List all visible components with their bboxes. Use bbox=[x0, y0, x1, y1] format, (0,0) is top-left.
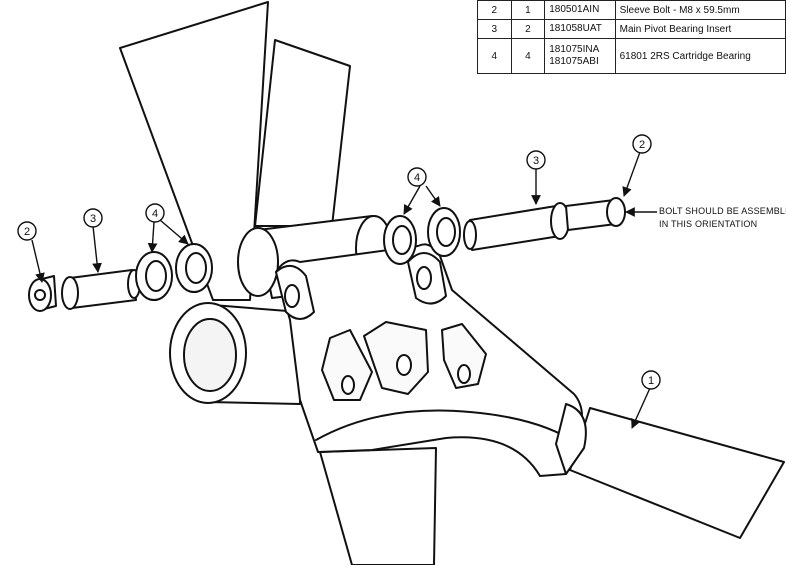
callout-bubble-right-bolt bbox=[632, 134, 652, 154]
lower-boss-bore bbox=[183, 318, 237, 392]
right-insert-end-left bbox=[463, 220, 477, 250]
leader-right-bearing-b bbox=[425, 185, 441, 207]
leader-right-bolt bbox=[622, 151, 641, 197]
part-description: 61801 2RS Cartridge Bearing bbox=[614, 38, 786, 74]
part-number-line: 181058UAT bbox=[549, 23, 602, 34]
callout-label-left-bearings: 4 bbox=[152, 208, 158, 220]
bracket-hole-2 bbox=[396, 354, 412, 376]
chainstay-tube-left bbox=[319, 447, 437, 565]
left-insert-body bbox=[69, 269, 137, 309]
callout-label-left-bolt: 2 bbox=[24, 226, 30, 238]
callout-label-frame: 1 bbox=[648, 375, 654, 387]
part-number-line: 181075ABI bbox=[549, 56, 599, 67]
part-number-line: 180501AIN bbox=[549, 4, 600, 15]
bracket-cutout-2 bbox=[363, 321, 429, 395]
right-bearing-inner-1 bbox=[392, 225, 412, 255]
bracket-ear-left-hole bbox=[284, 284, 300, 308]
part-number-line: 181075INA bbox=[549, 44, 600, 55]
bracket-ear-right-hole bbox=[416, 266, 432, 290]
leader-left-bearing-a bbox=[147, 221, 158, 253]
callout-label-right-bearings: 4 bbox=[414, 172, 420, 184]
callout-label-right-bolt: 2 bbox=[639, 139, 645, 151]
assembly-note-line-1: BOLT SHOULD BE ASSEMBLED bbox=[659, 206, 786, 216]
leader-left-bolt bbox=[31, 239, 45, 283]
item-number: 4 bbox=[477, 38, 512, 74]
bracket-hole-1 bbox=[341, 375, 355, 395]
bracket-cutout-3 bbox=[441, 323, 487, 389]
left-bearing-inner-2 bbox=[185, 252, 207, 284]
quantity: 4 bbox=[510, 38, 546, 74]
parts-row-item-3: 3 2 181058UAT Main Pivot Bearing Insert bbox=[477, 19, 786, 39]
right-bolt-head bbox=[606, 197, 626, 227]
leader-frame bbox=[631, 387, 651, 429]
bracket-cutout-1 bbox=[321, 329, 373, 401]
callout-bubble-frame bbox=[641, 370, 661, 390]
seat-tube bbox=[119, 1, 269, 301]
callout-bubble-right-insert bbox=[526, 150, 546, 170]
left-bolt-hex bbox=[34, 289, 46, 301]
part-number: 181075INA 181075ABI bbox=[544, 38, 616, 74]
callout-bubble-left-insert bbox=[83, 208, 103, 228]
callout-bubble-right-bearings bbox=[407, 167, 427, 187]
parts-table: 2 1 180501AIN Sleeve Bolt - M8 x 59.5mm … bbox=[477, 0, 786, 74]
callout-bubble-left-bearings bbox=[145, 203, 165, 223]
parts-row-item-2: 2 1 180501AIN Sleeve Bolt - M8 x 59.5mm bbox=[477, 0, 786, 20]
down-tube bbox=[254, 39, 351, 227]
assembly-note-line-2: IN THIS ORIENTATION bbox=[659, 219, 757, 229]
left-bearing-inner-1 bbox=[145, 260, 167, 292]
leader-right-bearing-a bbox=[403, 185, 421, 215]
left-insert-flange bbox=[61, 276, 79, 310]
pivot-bracket bbox=[275, 243, 583, 477]
bracket-hole-3 bbox=[457, 364, 471, 384]
item-number: 3 bbox=[477, 19, 512, 39]
callout-label-left-insert: 3 bbox=[90, 213, 96, 225]
callout-label-right-insert: 3 bbox=[533, 155, 539, 167]
bracket-lower-sweep bbox=[315, 409, 579, 445]
callout-bubble-left-bolt bbox=[17, 221, 37, 241]
chainstay-tube-right bbox=[569, 407, 785, 539]
right-bearing-inner-2 bbox=[436, 217, 456, 247]
parts-row-item-4: 4 4 181075INA 181075ABI 61801 2RS Cartri… bbox=[477, 38, 786, 74]
bracket-side-face bbox=[555, 403, 587, 475]
pivot-sleeve-left-end bbox=[237, 227, 279, 297]
leader-left-insert bbox=[92, 225, 102, 273]
leader-left-bearing-b bbox=[159, 219, 189, 245]
right-insert-body bbox=[469, 205, 561, 251]
